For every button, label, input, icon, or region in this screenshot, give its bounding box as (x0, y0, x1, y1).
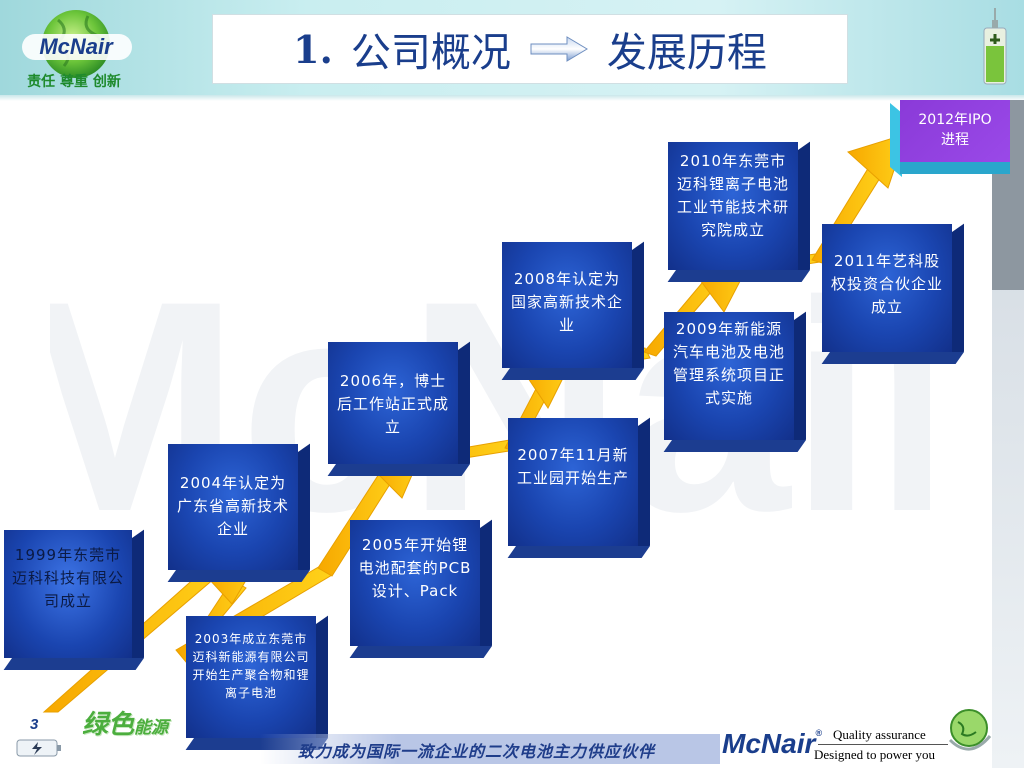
footer-divider (818, 744, 948, 745)
logo-text: McNair (39, 34, 114, 59)
slogan-band (260, 734, 720, 764)
milestone-text: 1999年东莞市迈科科技有限公司成立 (11, 546, 124, 610)
footer-logo: McNair® (722, 728, 823, 759)
milestone-text: 2012年IPO进程 (918, 112, 992, 148)
right-arrow-icon (530, 36, 588, 62)
battery-icon (16, 739, 61, 757)
green-energy-brand: 绿色能源 (82, 710, 169, 740)
designed-to-power: Designed to power you (814, 747, 935, 762)
milestone-text: 2007年11月新工业园开始生产 (516, 446, 629, 487)
globe-plug-icon (948, 709, 992, 751)
milestone-text: 2003年成立东莞市迈科新能源有限公司开始生产聚合物和锂离子电池 (192, 632, 310, 700)
milestone-2005: 2005年开始锂电池配套的PCB设计、Pack (349, 519, 492, 658)
milestone-text: 2004年认定为广东省高新技术企业 (176, 474, 289, 538)
milestone-2012-ipo: 2012年IPO进程 (890, 100, 1020, 178)
title-number: 1. (293, 26, 333, 72)
milestone-2007: 2007年11月新工业园开始生产 (507, 417, 650, 558)
header-shadow (0, 95, 1024, 101)
logo-motto: 责任 尊重 创新 (27, 73, 121, 90)
milestone-text: 2008年认定为国家高新技术企业 (510, 270, 623, 334)
milestone-text: 2006年，博士后工作站正式成立 (336, 372, 449, 436)
milestone-text: 2010年东莞市迈科锂离子电池工业节能技术研究院成立 (676, 152, 789, 239)
title-section: 公司概况 (350, 30, 511, 76)
milestone-text: 2011年艺科股权投资合伙企业成立 (830, 252, 943, 316)
title-box: 1. 公司概况 发展历程 (212, 14, 848, 84)
page-number: 3 (30, 716, 39, 733)
title-subsection: 发展历程 (606, 30, 767, 76)
quality-assurance: Quality assurance (833, 727, 926, 742)
milestone-2010: 2010年东莞市迈科锂离子电池工业节能技术研究院成立 (667, 141, 810, 282)
milestone-text: 2009年新能源汽车电池及电池管理系统项目正式实施 (672, 320, 785, 407)
milestone-2011: 2011年艺科股权投资合伙企业成立 (821, 223, 964, 364)
milestone-text: 2005年开始锂电池配套的PCB设计、Pack (358, 536, 472, 600)
milestone-2004: 2004年认定为广东省高新技术企业 (167, 443, 310, 582)
milestone-2008: 2008年认定为国家高新技术企业 (501, 241, 644, 380)
milestone-1999: 1999年东莞市迈科科技有限公司成立 (3, 529, 145, 670)
slogan: 致力成为国际一流企业的二次电池主力供应伙伴 (298, 742, 656, 761)
milestone-2003: 2003年成立东莞市迈科新能源有限公司开始生产聚合物和锂离子电池 (185, 615, 328, 750)
milestone-2009: 2009年新能源汽车电池及电池管理系统项目正式实施 (663, 311, 806, 452)
mcnair-logo: McNair 责任 尊重 创新 (8, 6, 138, 91)
battery-plug-icon (983, 8, 1007, 85)
milestone-2006: 2006年，博士后工作站正式成立 (327, 341, 470, 476)
